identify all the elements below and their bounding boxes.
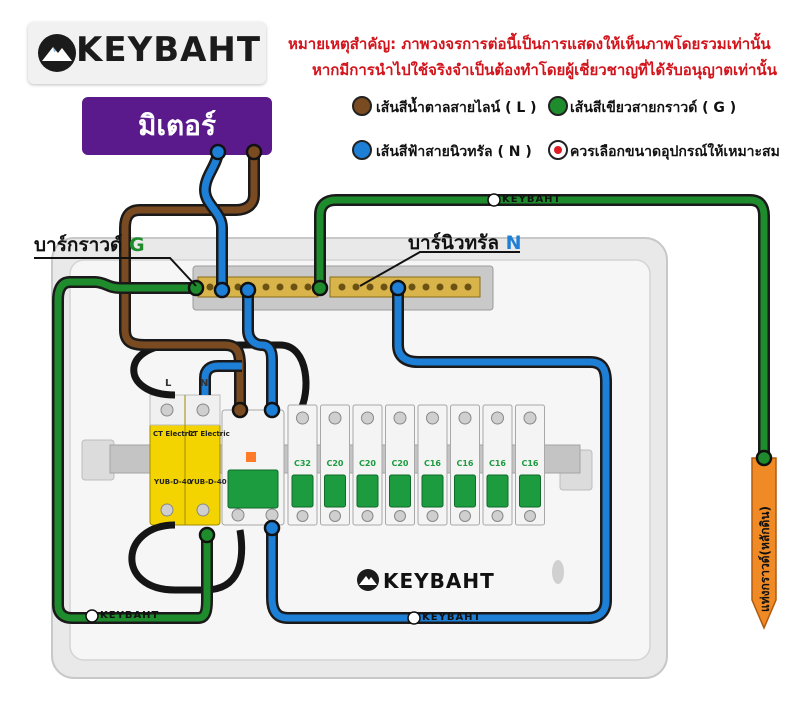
wire-brand-label: KEYBAHT xyxy=(502,194,562,205)
breaker-rating-label: C16 xyxy=(521,459,538,468)
spd-terminal-n: N xyxy=(200,378,209,389)
breaker-rating-label: C32 xyxy=(294,459,311,468)
legend-warning-text: ควรเลือกขนาดอุปกรณ์ให้เหมาะสม xyxy=(570,144,780,160)
footer-brand-text: KEYBAHT xyxy=(383,569,495,593)
breaker-rating-label: C20 xyxy=(359,459,376,468)
branch-breaker: C20 xyxy=(385,404,415,526)
brand-logo-text: KEYBAHT xyxy=(76,30,262,70)
branch-breaker: C20 xyxy=(320,404,350,526)
legend-line-text: เส้นสีน้ำตาลสายไลน์ ( L ) xyxy=(376,100,537,116)
meter-box: มิเตอร์ xyxy=(82,97,272,155)
wire-brand-logo-icon xyxy=(85,609,99,623)
black-cable-loop-bottom xyxy=(128,521,246,594)
neutral-bar-leader-line xyxy=(359,251,520,287)
mountain-logo-icon xyxy=(38,34,76,72)
notice-line-2: หากมีการนำไปใช้จริงจำเป็นต้องทำโดยผู้เชี… xyxy=(312,61,777,79)
surge-protector xyxy=(149,394,221,526)
breaker-toggle xyxy=(519,474,541,508)
spd-terminal-l: L xyxy=(165,378,172,389)
breaker-toggle xyxy=(324,474,346,508)
breaker-rating-label: C16 xyxy=(456,459,473,468)
neutral-main-wire xyxy=(201,149,226,290)
brand-logo-box xyxy=(28,22,266,84)
spd-model-left: YUB-D-40 xyxy=(154,478,192,486)
ground-bar-letter: G xyxy=(128,234,145,256)
legend-ground-marker xyxy=(548,96,568,116)
branch-breaker: C20 xyxy=(352,404,383,526)
breaker-rating-label: C16 xyxy=(424,459,441,468)
neutral-rcbo-wire xyxy=(244,290,276,410)
spd-brand-left: CT Electric xyxy=(153,430,195,438)
breaker-rating-label: C16 xyxy=(489,459,506,468)
breaker-toggle xyxy=(356,474,379,508)
branch-breakers: C32 C20 C20 C20 C16 C16 C16 C16 xyxy=(287,404,545,526)
legend-ground-text: เส้นสีเขียวสายกราวด์ ( G ) xyxy=(570,100,737,116)
neutral-branch-wire xyxy=(268,288,610,622)
breaker-toggle xyxy=(389,474,411,508)
wire-brand-logo-icon xyxy=(487,193,501,207)
branch-breaker: C16 xyxy=(515,404,545,526)
bus-bar-screws xyxy=(206,283,472,291)
wire-brand-label: KEYBAHT xyxy=(100,610,160,621)
connection-points xyxy=(187,143,773,544)
wire-brand-logo-icon xyxy=(407,611,421,625)
breaker-toggle xyxy=(486,474,509,508)
left-mounting-clip xyxy=(81,439,115,481)
legend-warning-marker xyxy=(548,140,568,160)
neutral-bar-label: บาร์นิวทรัล N xyxy=(408,228,522,258)
ground-spd-wire xyxy=(54,278,211,622)
line-wire-brown xyxy=(121,150,258,410)
ground-rod-wire xyxy=(316,196,768,458)
legend-line-marker xyxy=(352,96,372,116)
ground-rod-label: แท่งกราวด์(หลักดิน) xyxy=(758,506,772,612)
neutral-spd-wire xyxy=(201,362,242,395)
legend-neutral-marker xyxy=(352,140,372,160)
breaker-rating-label: C20 xyxy=(326,459,343,468)
breaker-toggle xyxy=(454,474,476,508)
main-breaker xyxy=(221,409,285,526)
branch-breaker: C16 xyxy=(417,404,448,526)
neutral-bar-letter: N xyxy=(505,232,522,254)
branch-breaker: C32 xyxy=(287,404,318,526)
spd-model-right: YUB-D-40 xyxy=(189,478,227,486)
neutral-bar-label-text: บาร์นิวทรัล xyxy=(408,232,499,254)
branch-breaker: C16 xyxy=(450,404,480,526)
breaker-rating-label: C20 xyxy=(391,459,408,468)
enclosure-slot xyxy=(552,560,564,584)
breaker-toggle xyxy=(421,474,444,508)
branch-breaker: C16 xyxy=(482,404,513,526)
footer-logo-icon xyxy=(357,569,379,591)
spd-brand-right: CT Electric xyxy=(188,430,230,438)
breaker-toggle xyxy=(291,474,314,508)
ground-bar-label: บาร์กราวด์ G xyxy=(34,230,145,260)
wire-brand-label: KEYBAHT xyxy=(422,612,482,623)
notice-line-1: หมายเหตุสำคัญ: ภาพวงจรการต่อนี้เป็นการแส… xyxy=(288,35,771,53)
legend-neutral-text: เส้นสีฟ้าสายนิวทรัล ( N ) xyxy=(376,144,532,160)
ground-bar-label-text: บาร์กราวด์ xyxy=(34,234,123,256)
ground-bar-leader-line xyxy=(34,257,197,287)
